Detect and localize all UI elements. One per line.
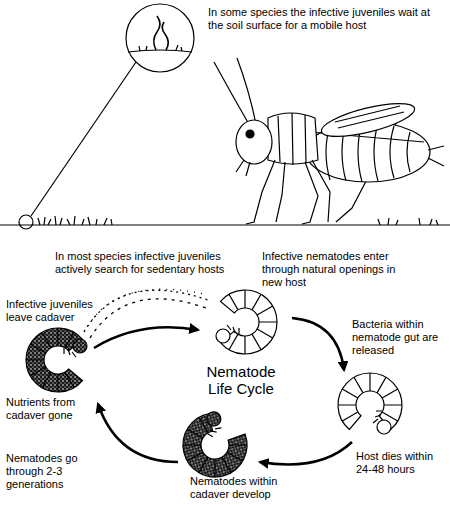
juvenile-stream [84,289,208,338]
hind-femur [319,97,418,144]
cycle-arrow [94,327,198,348]
grass [38,216,438,225]
femur-stripes [335,106,404,128]
magnified-view [19,4,194,229]
juvenile-nematode [162,22,168,50]
eye [246,130,254,138]
juvenile-trail [88,289,204,326]
caption-note: Bacteria within nematode gut are release… [352,318,444,357]
pronotum-lines [278,113,306,165]
soil-surface [0,216,450,225]
head [236,120,272,164]
palps [236,160,250,176]
caption-note: Infective juveniles leave cadaver [6,298,108,324]
new-host-larva [216,290,277,354]
cricket [214,58,444,224]
caption-note: In most species infective juveniles acti… [55,250,247,276]
cycle-arrows [94,318,352,465]
dying-host-larva [338,373,402,434]
caption-note: Nematodes go through 2-3 generations [6,452,80,491]
cycle-arrow [98,404,178,462]
caption-note: Infective nematodes enter through natura… [262,250,400,289]
cadaver-depleted [26,328,87,392]
juvenile-nematode [154,16,160,50]
cycle-title: Nematode Life Cycle [198,363,284,397]
cerci [428,146,444,166]
zoom-spot [19,215,33,229]
caption-note: In some species the infective juveniles … [208,6,434,32]
cycle-arrow [292,318,344,370]
leader-line [31,62,136,216]
front-legs [246,160,285,224]
zoom-soil [128,45,192,52]
caption-note: Nematodes within cadaver develop [190,475,294,501]
pronotum [268,113,318,164]
caption-note: Host dies within 24-48 hours [356,450,446,476]
caption-note: Nutrients from cadaver gone [6,396,90,422]
cycle-arrow [260,442,352,465]
mid-legs [302,160,330,224]
juvenile-trail [84,290,208,332]
zoom-circle [126,4,194,72]
antenna [214,58,256,126]
ground-line [0,224,450,225]
